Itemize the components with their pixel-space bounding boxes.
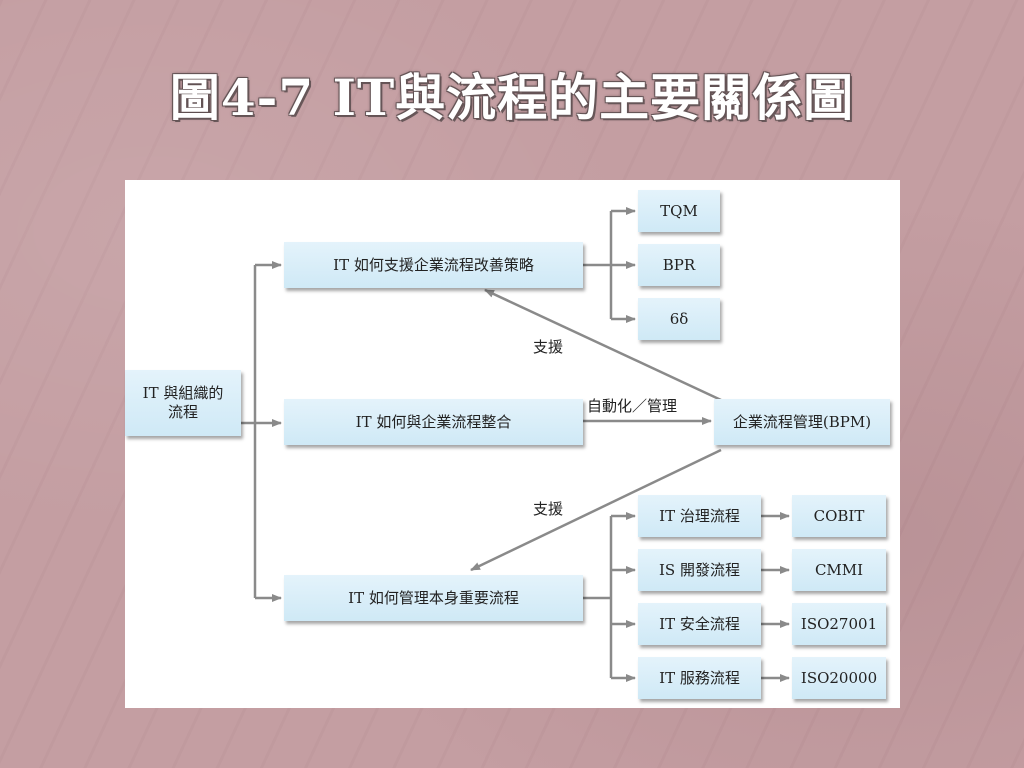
root-node-line1: IT 與組織的 xyxy=(142,384,224,403)
page-title: 圖4-7 IT與流程的主要關係圖 xyxy=(169,68,855,127)
process-node-it-security: IT 安全流程 xyxy=(638,603,761,645)
strategy-node-bpr: BPR xyxy=(638,244,720,286)
edge-label-automation: 自動化／管理 xyxy=(587,397,678,415)
root-node-line2: 流程 xyxy=(167,403,198,421)
strategy-node-6sigma: 6δ xyxy=(638,298,720,340)
process-node-is-development: IS 開發流程 xyxy=(638,549,761,591)
edge-label-support-top: 支援 xyxy=(533,338,564,356)
branch-manage-node: IT 如何管理本身重要流程 xyxy=(284,575,583,621)
diagram-panel: IT 與組織的 流程 IT 如何支援企業流程改善策略 IT 如何與企業流程整合 … xyxy=(125,180,900,708)
process-node-it-service: IT 服務流程 xyxy=(638,657,761,699)
arrow-support-bottom xyxy=(470,448,722,572)
standard-node-cobit: COBIT xyxy=(792,495,886,537)
bpm-node: 企業流程管理(BPM) xyxy=(714,399,890,445)
arrow-support-top xyxy=(484,288,722,402)
branch-improve-node: IT 如何支援企業流程改善策略 xyxy=(284,242,583,288)
connector-lines xyxy=(241,207,790,682)
process-node-it-governance: IT 治理流程 xyxy=(638,495,761,537)
strategy-node-tqm: TQM xyxy=(638,190,720,232)
standard-node-iso27001: ISO27001 xyxy=(792,603,886,645)
standard-node-cmmi: CMMI xyxy=(792,549,886,591)
branch-integrate-node: IT 如何與企業流程整合 xyxy=(284,399,583,445)
standard-node-iso20000: ISO20000 xyxy=(792,657,886,699)
edge-label-support-bottom: 支援 xyxy=(533,500,564,518)
root-node: IT 與組織的 流程 xyxy=(125,370,241,436)
